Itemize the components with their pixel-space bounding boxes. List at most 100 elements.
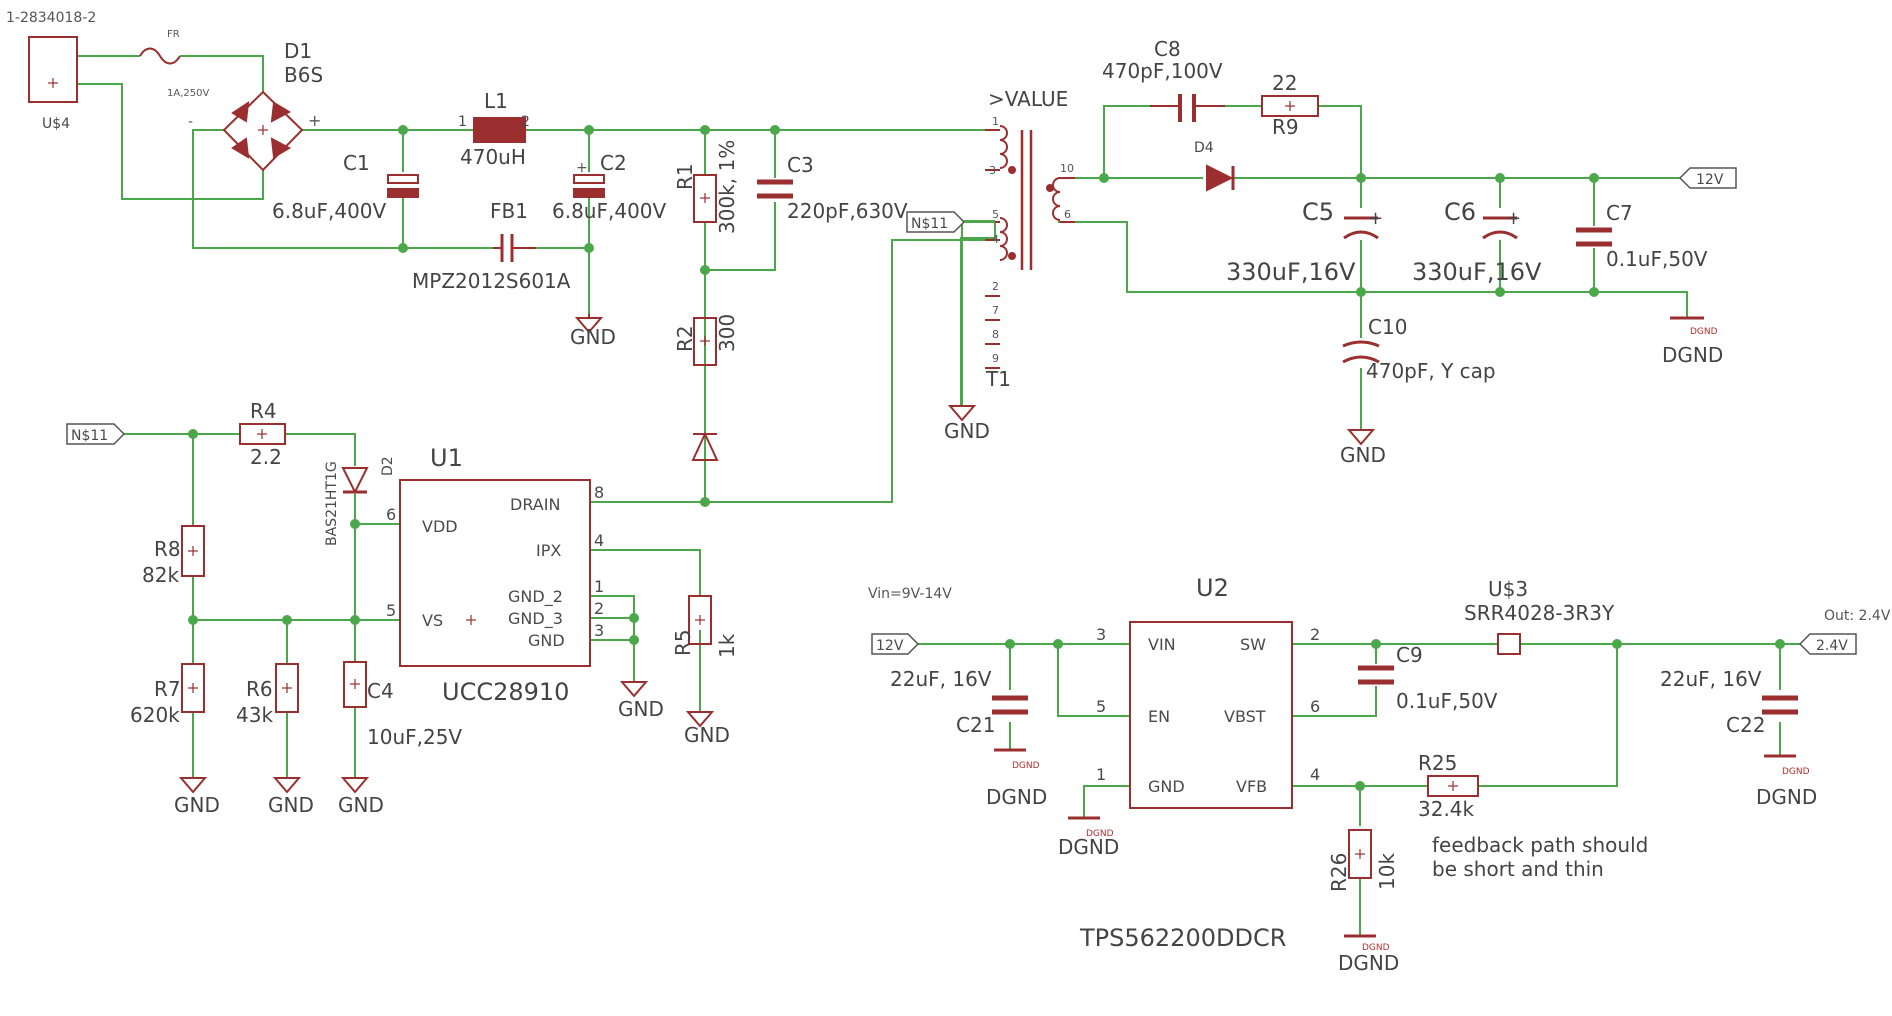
gnd-symbol-c10: GND <box>1340 429 1386 467</box>
resistor-r1[interactable]: R1 300k, 1% <box>673 140 739 234</box>
c2-name: C2 <box>600 151 627 175</box>
c21-value: 22uF, 16V <box>890 667 992 691</box>
dgnd-symbol-r26: DGND DGND <box>1338 934 1399 975</box>
inductor-u3[interactable]: U$3 SRR4028-3R3Y <box>1464 577 1615 655</box>
c22-name: C22 <box>1726 713 1765 737</box>
capacitor-c2[interactable]: + C2 6.8uF,400V <box>552 151 667 223</box>
r2-name: R2 <box>673 325 697 352</box>
l1-value: 470uH <box>460 145 526 169</box>
c4-name: C4 <box>367 679 394 703</box>
ic-u2[interactable]: U2 TPS562200DDCR VIN SW EN VBST GND VFB … <box>1079 574 1320 952</box>
svg-text:10: 10 <box>1060 162 1074 175</box>
resistor-r5[interactable]: R5 1k <box>671 595 739 658</box>
t1-value: >VALUE <box>988 87 1068 111</box>
r9-name: R9 <box>1272 115 1299 139</box>
svg-text:DGND: DGND <box>986 785 1047 809</box>
r8-name: R8 <box>154 537 181 561</box>
u3-value: SRR4028-3R3Y <box>1464 601 1615 625</box>
c1-value: 6.8uF,400V <box>272 199 387 223</box>
capacitor-c5[interactable]: + C5 330uF,16V <box>1226 198 1383 286</box>
svg-text:5: 5 <box>992 208 999 221</box>
capacitor-c10[interactable]: C10 470pF, Y cap <box>1342 315 1496 383</box>
capacitor-c21[interactable]: 22uF, 16V C21 <box>890 667 1028 737</box>
net-flag-n11-left: N$11 <box>66 423 126 445</box>
c9-value: 0.1uF,50V <box>1396 689 1498 713</box>
dgnd-symbol-u2: DGND DGND <box>1058 816 1119 859</box>
capacitor-c8[interactable]: C8 470pF,100V <box>1102 37 1225 122</box>
transformer-t1[interactable]: >VALUE 1 3 5 4 2 7 8 9 10 6 T1 <box>985 87 1075 391</box>
svg-text:DGND: DGND <box>1690 327 1718 337</box>
capacitor-c22[interactable]: 22uF, 16V C22 <box>1660 667 1798 737</box>
capacitor-c3[interactable]: C3 220pF,630V <box>757 153 908 223</box>
c3-name: C3 <box>787 153 814 177</box>
resistor-r6[interactable]: R6 43k <box>236 663 299 727</box>
inductor-l1[interactable]: 1 2 L1 470uH <box>458 89 530 169</box>
svg-text:2: 2 <box>1310 625 1320 644</box>
c8-value: 470pF,100V <box>1102 59 1223 83</box>
fuse-name: FR <box>167 29 180 40</box>
dgnd-symbol-secondary: DGND DGND <box>1662 316 1723 367</box>
svg-text:+: + <box>1506 208 1521 229</box>
resistor-r2[interactable]: R2 300 <box>673 314 739 366</box>
resistor-r4[interactable]: R4 2.2 <box>239 399 286 469</box>
resistor-r25[interactable]: R25 32.4k <box>1418 751 1479 821</box>
c10-value: 470pF, Y cap <box>1366 359 1496 383</box>
capacitor-c4[interactable]: C4 10uF,25V <box>343 661 462 749</box>
resistor-r7[interactable]: R7 620k <box>130 663 205 727</box>
r1-value: 300k, 1% <box>715 140 739 234</box>
ic-u1[interactable]: U1 UCC28910 DRAIN VDD IPX VS GND_2 GND_3… <box>386 444 604 706</box>
svg-text:N$11: N$11 <box>911 216 948 232</box>
ferrite-fb1[interactable]: FB1 MPZ2012S601A <box>412 199 571 293</box>
diode-d2[interactable]: BAS21HT1G D2 <box>324 456 396 546</box>
svg-text:4: 4 <box>1310 765 1320 784</box>
l1-pin2: 2 <box>521 114 530 130</box>
svg-text:DGND: DGND <box>1756 785 1817 809</box>
svg-text:VS: VS <box>422 611 443 630</box>
svg-text:6: 6 <box>1064 208 1071 221</box>
svg-text:6: 6 <box>386 505 396 524</box>
svg-text:2.4V: 2.4V <box>1816 638 1848 654</box>
svg-text:VDD: VDD <box>422 517 458 536</box>
svg-text:SW: SW <box>1240 635 1266 654</box>
fuse[interactable]: FR 1A,250V <box>139 29 209 99</box>
capacitor-c6[interactable]: + C6 330uF,16V <box>1412 198 1542 286</box>
connector-name: U$4 <box>42 116 70 132</box>
svg-text:N$11: N$11 <box>71 428 108 444</box>
r9-value: 22 <box>1272 71 1297 95</box>
r6-value: 43k <box>236 703 273 727</box>
t1-name: T1 <box>985 367 1011 391</box>
connector-u4[interactable]: U$4 <box>28 36 78 132</box>
svg-text:GND: GND <box>268 793 314 817</box>
gnd-symbol-u1: GND <box>618 681 664 721</box>
svg-text:DGND: DGND <box>1058 835 1119 859</box>
svg-text:3: 3 <box>594 621 604 640</box>
bridge-rectifier-d1[interactable]: - + D1 B6S <box>188 39 323 172</box>
u2-name: U2 <box>1196 574 1229 602</box>
capacitor-c1[interactable]: C1 6.8uF,400V <box>272 151 419 223</box>
svg-text:EN: EN <box>1148 707 1170 726</box>
resistor-r8[interactable]: R8 82k <box>142 525 205 587</box>
bridge-name: D1 <box>284 39 312 63</box>
capacitor-c9[interactable]: C9 0.1uF,50V <box>1358 643 1498 713</box>
svg-text:1: 1 <box>992 115 999 128</box>
c6-value: 330uF,16V <box>1412 258 1542 286</box>
svg-text:4: 4 <box>594 531 604 550</box>
resistor-r9[interactable]: 22 R9 <box>1261 71 1319 139</box>
c5-value: 330uF,16V <box>1226 258 1356 286</box>
svg-text:12V: 12V <box>876 638 904 654</box>
svg-text:VFB: VFB <box>1236 777 1267 796</box>
gnd-symbol-r7: GND <box>174 777 220 817</box>
c9-name: C9 <box>1396 643 1423 667</box>
capacitor-c7[interactable]: C7 0.1uF,50V <box>1576 201 1708 271</box>
u2-value: TPS562200DDCR <box>1079 924 1286 952</box>
d4-name: D4 <box>1194 140 1214 156</box>
net-flag-12v-input: 12V <box>871 633 920 655</box>
clamp-diode[interactable] <box>691 431 719 461</box>
resistor-r26[interactable]: R26 10k <box>1327 829 1399 892</box>
diode-d4[interactable]: D4 <box>1194 140 1235 192</box>
u1-name: U1 <box>430 444 463 472</box>
svg-text:9: 9 <box>992 352 999 365</box>
svg-text:8: 8 <box>992 328 999 341</box>
c2-value: 6.8uF,400V <box>552 199 667 223</box>
